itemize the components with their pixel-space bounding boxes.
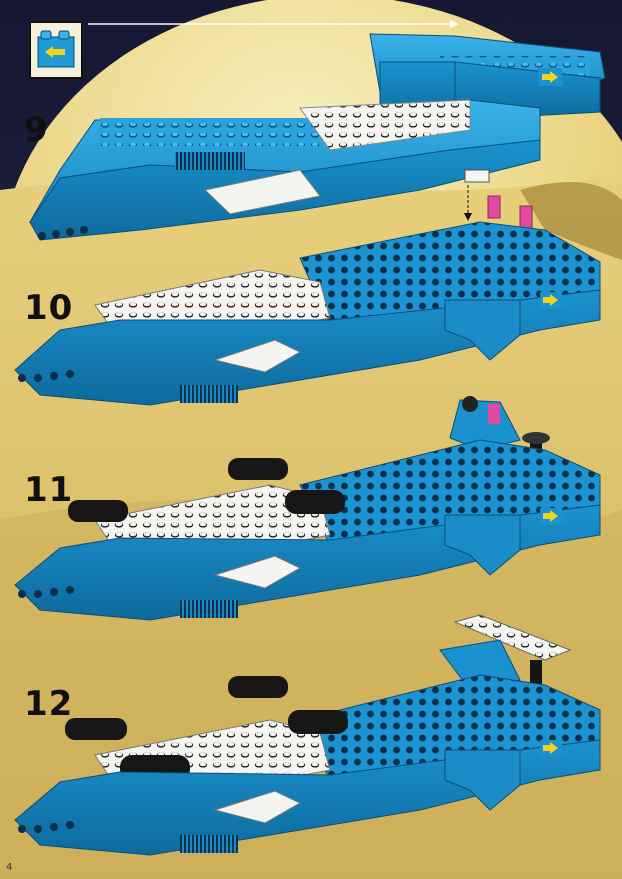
step-9-model bbox=[28, 33, 606, 241]
yellow-arrow-icon bbox=[45, 46, 65, 58]
step-10-model bbox=[14, 169, 601, 406]
step-number-12: 12 bbox=[24, 684, 74, 724]
yellow-arrow-icon bbox=[543, 294, 558, 306]
step-number-9: 9 bbox=[24, 110, 49, 150]
direction-arrow-head bbox=[450, 20, 459, 28]
step-12-model bbox=[14, 614, 601, 856]
yellow-arrow-icon bbox=[543, 742, 558, 754]
step-number-10: 10 bbox=[24, 288, 74, 328]
page-number: 4 bbox=[6, 862, 13, 873]
step-11-model bbox=[14, 396, 601, 621]
step-number-11: 11 bbox=[24, 470, 74, 510]
part-callout-box bbox=[29, 21, 83, 79]
yellow-arrow-icon bbox=[542, 71, 558, 83]
crater-shadow bbox=[520, 182, 622, 260]
yellow-arrow-icon bbox=[543, 510, 558, 522]
blue-brick-icon bbox=[37, 30, 75, 68]
